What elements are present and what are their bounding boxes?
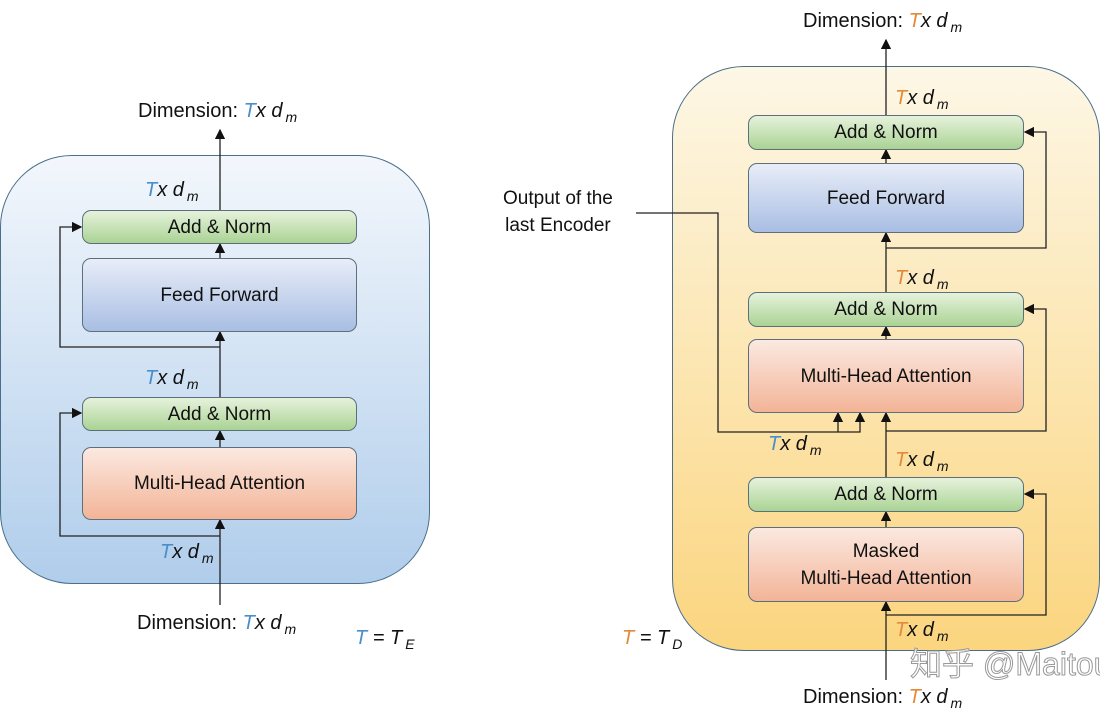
block-label: Feed Forward	[826, 187, 946, 209]
block-label: Feed Forward	[160, 284, 279, 306]
block-label: Add & Norm	[167, 216, 272, 238]
decoder-add-norm-top: Add & Norm	[748, 115, 1024, 150]
block-label: Add & Norm	[834, 122, 938, 143]
decoder-feed-forward: Feed Forward	[748, 163, 1024, 233]
encoder-add-norm-top: Add & Norm	[82, 210, 357, 244]
block-label: Add & Norm	[834, 484, 938, 505]
encoder-add-norm-bottom: Add & Norm	[82, 397, 357, 431]
block-label: Multi-Head Attention	[133, 473, 306, 494]
block-label: Multi-Head Attention	[800, 567, 972, 589]
encoder-multi-head-attention: Multi-Head Attention	[82, 447, 357, 520]
block-label: Add & Norm	[834, 299, 938, 320]
block-label: Add & Norm	[167, 403, 272, 425]
decoder-add-norm-middle: Add & Norm	[748, 292, 1024, 327]
block-label: Masked	[852, 540, 920, 562]
encoder-feed-forward: Feed Forward	[82, 258, 357, 332]
block-label: Multi-Head Attention	[800, 365, 972, 387]
watermark: 知乎 @Maitouer	[910, 646, 1100, 682]
decoder-cross-attention: Multi-Head Attention	[748, 339, 1024, 413]
decoder-add-norm-bottom: Add & Norm	[748, 477, 1024, 512]
